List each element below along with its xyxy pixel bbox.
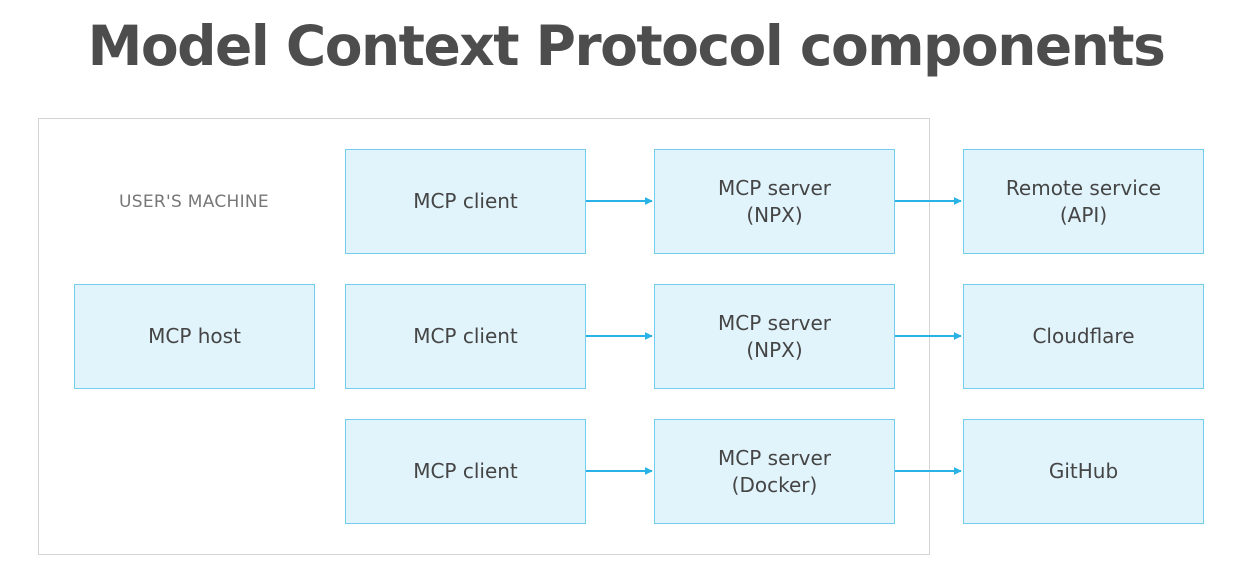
github-box: GitHub (963, 419, 1204, 524)
mcp-server-type: (NPX) (746, 337, 803, 362)
mcp-server-box-3: MCP server (Docker) (654, 419, 895, 524)
mcp-server-label: MCP server (718, 310, 831, 335)
mcp-client-label: MCP client (413, 189, 518, 213)
remote-service-type: (API) (1059, 202, 1108, 227)
github-label: GitHub (1048, 459, 1119, 483)
users-machine-label: USER'S MACHINE (119, 192, 269, 212)
mcp-client-label: MCP client (413, 324, 518, 348)
remote-service-box: Remote service (API) (963, 149, 1204, 254)
mcp-server-label: MCP server (718, 175, 831, 200)
mcp-host-box: MCP host (74, 284, 315, 389)
cloudflare-label: Cloudflare (1032, 324, 1135, 348)
diagram-title: Model Context Protocol components (87, 14, 1166, 78)
mcp-server-type: (NPX) (746, 202, 803, 227)
cloudflare-box: Cloudflare (963, 284, 1204, 389)
remote-service-label: Remote service (1005, 175, 1162, 200)
mcp-server-box-1: MCP server (NPX) (654, 149, 895, 254)
mcp-server-box-2: MCP server (NPX) (654, 284, 895, 389)
mcp-client-box-3: MCP client (345, 419, 586, 524)
mcp-client-box-2: MCP client (345, 284, 586, 389)
mcp-client-box-1: MCP client (345, 149, 586, 254)
mcp-client-label: MCP client (413, 459, 518, 483)
mcp-host-label: MCP host (148, 324, 241, 348)
mcp-server-label: MCP server (718, 445, 831, 470)
mcp-server-type: (Docker) (731, 472, 818, 497)
